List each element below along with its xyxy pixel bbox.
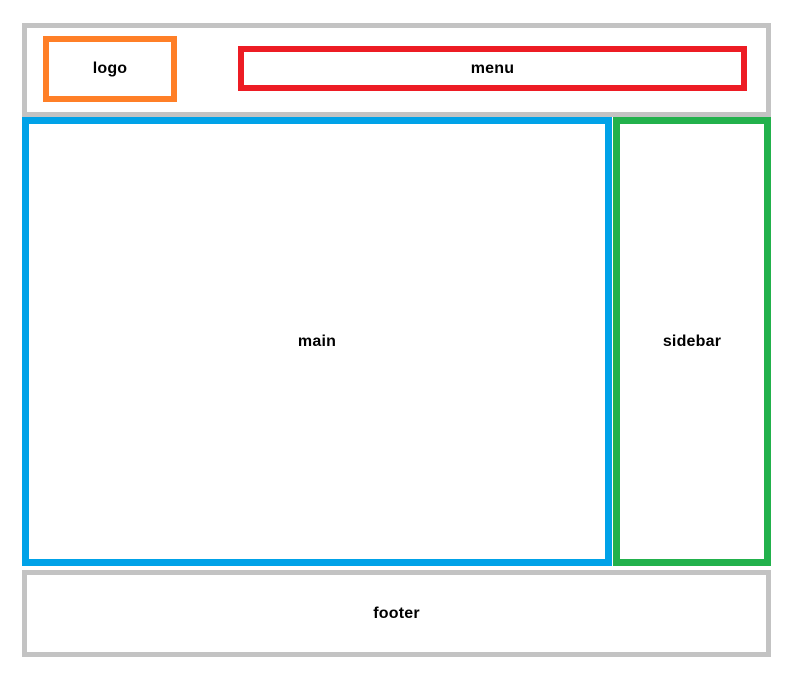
main-region: main	[22, 117, 612, 566]
main-label: main	[297, 332, 337, 350]
sidebar-region: sidebar	[613, 117, 771, 566]
footer-label: footer	[373, 604, 420, 622]
logo-region: logo	[43, 36, 177, 102]
logo-label: logo	[92, 60, 128, 77]
sidebar-label: sidebar	[662, 332, 722, 350]
menu-region: menu	[238, 46, 747, 91]
footer-region: footer	[22, 570, 771, 657]
menu-label: menu	[470, 59, 515, 77]
